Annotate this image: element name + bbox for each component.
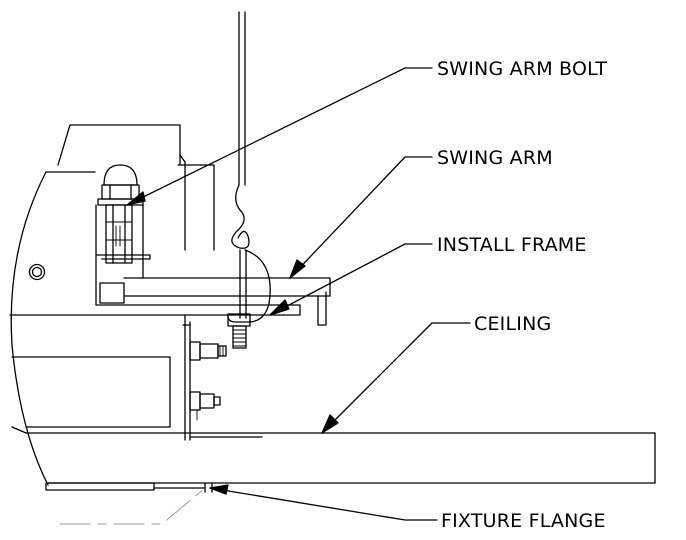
housing-outer-curve [10, 171, 49, 486]
lower-nut [189, 391, 201, 411]
label-install-frame: INSTALL FRAME [437, 234, 587, 256]
hanger-wire-twist [231, 184, 250, 249]
install-frame-plate [9, 304, 301, 316]
leader-fixture-flange [209, 484, 438, 521]
bolt-base-block [99, 282, 125, 304]
label-swing-arm: SWING ARM [437, 147, 553, 169]
side-screw-inner [31, 266, 43, 278]
hanger-wire-loop [227, 249, 271, 323]
leader-install-frame [269, 243, 433, 316]
bolt-hex-nut [101, 184, 140, 200]
label-fixture-flange: FIXTURE FLANGE [441, 510, 606, 532]
bolt-shank [105, 204, 133, 264]
phantom-line [59, 487, 206, 525]
threaded-stud [232, 325, 247, 349]
frame-clip [227, 313, 251, 327]
swing-arm-plate [123, 277, 331, 297]
inner-housing [11, 314, 191, 441]
housing-top-cap [57, 124, 181, 166]
side-screw-outer [28, 263, 46, 281]
ceiling-panel [25, 432, 656, 484]
label-swing-arm-bolt: SWING ARM BOLT [437, 58, 607, 80]
housing-shoulder [45, 154, 215, 251]
swing-arm-lip [317, 291, 327, 326]
leader-swing-arm-bolt [126, 67, 433, 206]
upper-nut [189, 341, 201, 361]
bolt-dome-cap [103, 164, 138, 186]
bolt-bracket [95, 204, 151, 306]
lower-screw-thread [213, 396, 221, 406]
fixture-flange [45, 482, 155, 491]
label-ceiling: CEILING [474, 313, 551, 335]
upper-screw-head [199, 343, 219, 359]
upper-screw-thread [217, 345, 227, 357]
hanger-rod [238, 11, 246, 186]
leader-swing-arm [289, 156, 433, 279]
leader-ceiling [321, 322, 471, 434]
lower-screw-head [199, 393, 215, 409]
